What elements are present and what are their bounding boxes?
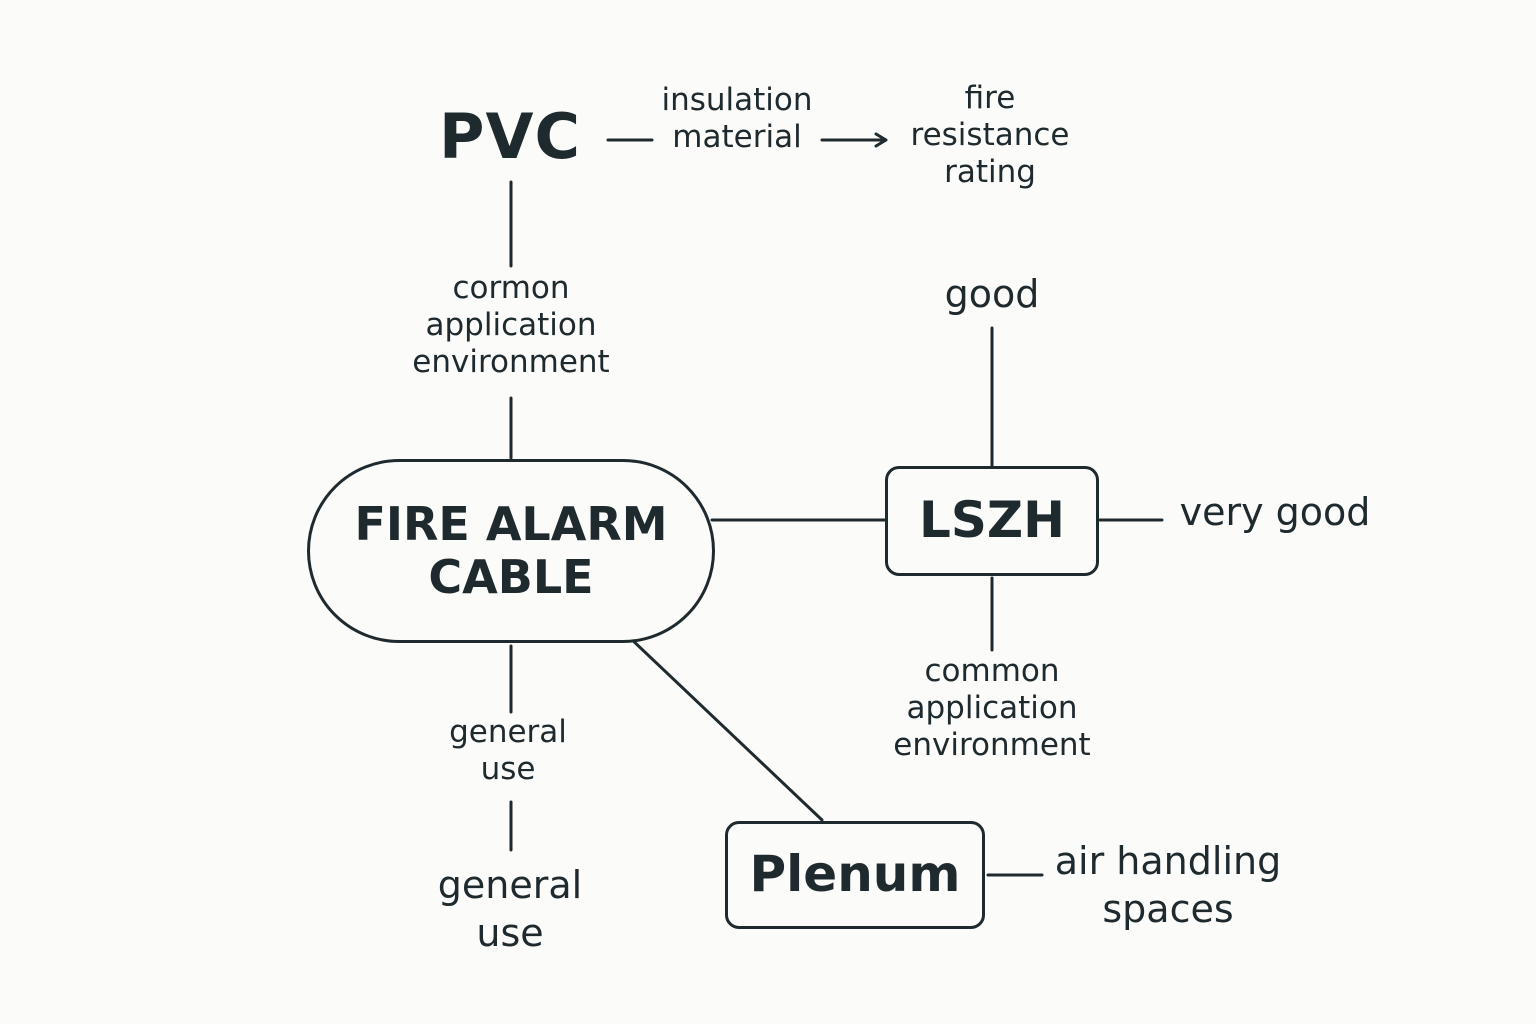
general-use-secondary-label: general use [437, 863, 583, 955]
fire-alarm-cable-node: FIRE ALARM CABLE [307, 459, 715, 643]
pvc-node: PVC [439, 100, 581, 173]
pvc-fire-rating-label: fire resistance rating [910, 80, 1070, 191]
center-to-plenum-line [626, 634, 824, 822]
plenum-node: Plenum [725, 821, 985, 929]
lszh-good-label: good [944, 272, 1040, 316]
arrowhead [874, 132, 888, 148]
pvc-environment-label: cormon application environment [412, 270, 610, 381]
pvc-insulation-label: insulation material [661, 82, 813, 156]
lszh-environment-label: common application environment [893, 653, 1091, 764]
general-use-label: general use [449, 714, 567, 788]
plenum-air-handling-label: air handling spaces [1054, 839, 1282, 931]
lszh-node: LSZH [885, 466, 1099, 576]
lszh-very-good-label: very good [1179, 490, 1371, 534]
